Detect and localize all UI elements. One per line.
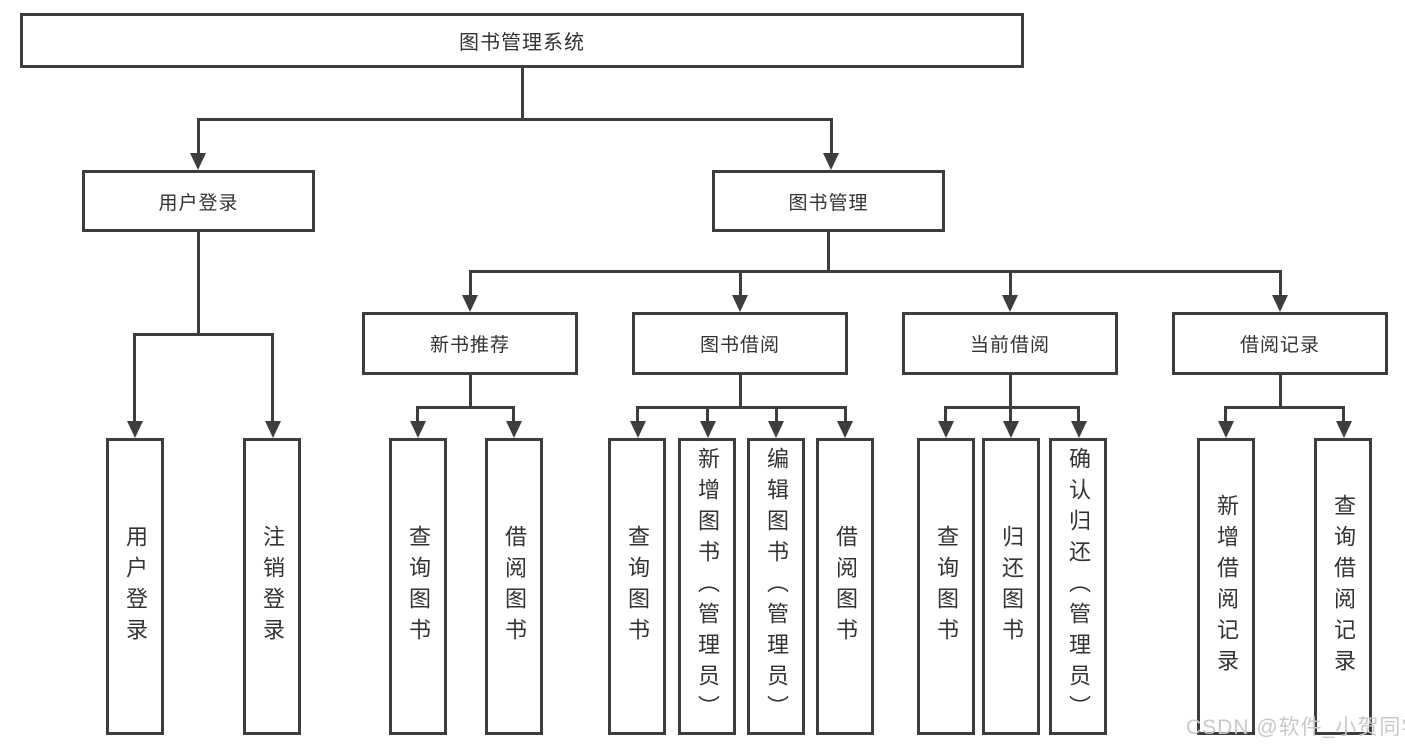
connector-line (1077, 406, 1080, 421)
connector-line (133, 333, 136, 421)
connector-line (1009, 406, 1012, 421)
arrow-down-icon (409, 421, 426, 438)
leaf-query-book-recommend: 查询图书 (389, 438, 447, 735)
arrow-down-icon (699, 421, 716, 438)
connector-line (843, 406, 847, 421)
leaf-add-borrow-record: 新增借阅记录 (1197, 438, 1255, 735)
node-current-borrow: 当前借阅 (902, 312, 1118, 375)
arrow-down-icon (126, 421, 143, 438)
node-label: 新增图书（管理员） (695, 447, 720, 726)
arrow-down-icon (1070, 421, 1087, 438)
node-book-borrow: 图书借阅 (632, 312, 848, 375)
connector-line (706, 406, 709, 421)
node-label: 图书管理系统 (459, 32, 585, 54)
connector-line (636, 406, 846, 409)
node-label: 查询借阅记录 (1331, 493, 1356, 680)
arrow-down-icon (1002, 295, 1018, 312)
node-label: 新增借阅记录 (1214, 493, 1239, 680)
arrow-down-icon (732, 295, 748, 312)
node-label: 编辑图书（管理员） (764, 447, 789, 726)
arrow-down-icon (823, 153, 839, 170)
leaf-query-current-borrow: 查询图书 (917, 438, 975, 735)
connector-line (1224, 406, 1345, 409)
connector-line (829, 118, 833, 154)
connector-line (774, 406, 778, 421)
leaf-borrow-book-recommend: 借阅图书 (485, 438, 543, 735)
connector-line (520, 68, 524, 118)
connector-line (416, 406, 419, 421)
leaf-return-book: 归还图书 (982, 438, 1040, 735)
connector-line (1224, 406, 1227, 421)
connector-line (738, 375, 742, 406)
connector-line (944, 406, 1080, 409)
connector-line (1008, 270, 1012, 296)
node-borrow-records: 借阅记录 (1172, 312, 1388, 375)
leaf-add-book-admin: 新增图书（管理员） (678, 438, 736, 735)
arrow-down-icon (1335, 421, 1352, 438)
connector-line (1008, 375, 1012, 406)
node-system-root: 图书管理系统 (20, 13, 1024, 68)
connector-line (1278, 375, 1282, 406)
node-label: 借阅记录 (1239, 335, 1320, 356)
arrow-down-icon (629, 421, 646, 438)
leaf-edit-book-admin: 编辑图书（管理员） (747, 438, 805, 735)
arrow-down-icon (1272, 295, 1288, 312)
connector-line (738, 270, 742, 296)
leaf-query-book-borrow: 查询图书 (608, 438, 666, 735)
leaf-user-login: 用户登录 (106, 438, 164, 735)
node-label: 归还图书 (999, 524, 1024, 649)
connector-line (196, 118, 200, 154)
node-label: 当前借阅 (969, 335, 1050, 356)
connector-line (196, 118, 833, 121)
node-label: 查询图书 (934, 524, 959, 649)
connector-line (271, 333, 274, 421)
node-label: 新书推荐 (429, 335, 510, 356)
arrow-down-icon (264, 421, 281, 438)
arrow-down-icon (1217, 421, 1234, 438)
connector-line (468, 270, 472, 296)
connector-line (1278, 270, 1282, 296)
node-user-login: 用户登录 (82, 170, 315, 232)
node-label: 查询图书 (406, 524, 431, 649)
node-new-book-recommend: 新书推荐 (362, 312, 578, 375)
node-label: 确认归还（管理员） (1066, 447, 1091, 726)
arrow-down-icon (1002, 421, 1019, 438)
node-label: 用户登录 (158, 192, 239, 214)
node-book-management: 图书管理 (712, 170, 945, 232)
node-label: 查询图书 (625, 524, 650, 649)
node-label: 图书借阅 (699, 335, 780, 356)
arrow-down-icon (190, 153, 206, 170)
connector-line (636, 406, 639, 421)
arrow-down-icon (462, 295, 478, 312)
leaf-confirm-return-admin: 确认归还（管理员） (1049, 438, 1107, 735)
csdn-watermark: CSDN @软件_小贺同学 (1186, 716, 1405, 739)
arrow-down-icon (937, 421, 954, 438)
node-label: 借阅图书 (502, 524, 527, 649)
connector-line (133, 333, 274, 336)
node-label: 注销登录 (260, 524, 285, 649)
connector-line (827, 232, 830, 270)
node-label: 用户登录 (123, 524, 148, 649)
leaf-logout: 注销登录 (243, 438, 301, 735)
arrow-down-icon (837, 421, 853, 438)
connector-line (1342, 406, 1345, 421)
connector-line (944, 406, 947, 421)
node-label: 借阅图书 (833, 524, 858, 649)
arrow-down-icon (505, 421, 522, 438)
leaf-borrow-book: 借阅图书 (816, 438, 874, 735)
connector-line (197, 232, 200, 333)
connector-line (416, 406, 515, 409)
node-label: 图书管理 (788, 192, 869, 214)
connector-line (468, 270, 1282, 273)
leaf-query-borrow-record: 查询借阅记录 (1314, 438, 1372, 735)
connector-line (512, 406, 515, 421)
arrow-down-icon (768, 421, 784, 438)
connector-line (468, 375, 472, 406)
